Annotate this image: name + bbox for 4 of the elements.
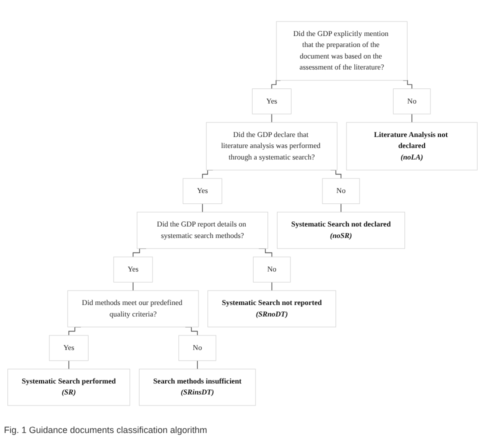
connector (340, 203, 342, 212)
connector (202, 203, 203, 212)
figure-caption: Fig. 1 Guidance documents classification algorithm (4, 425, 208, 435)
connector (132, 282, 134, 291)
